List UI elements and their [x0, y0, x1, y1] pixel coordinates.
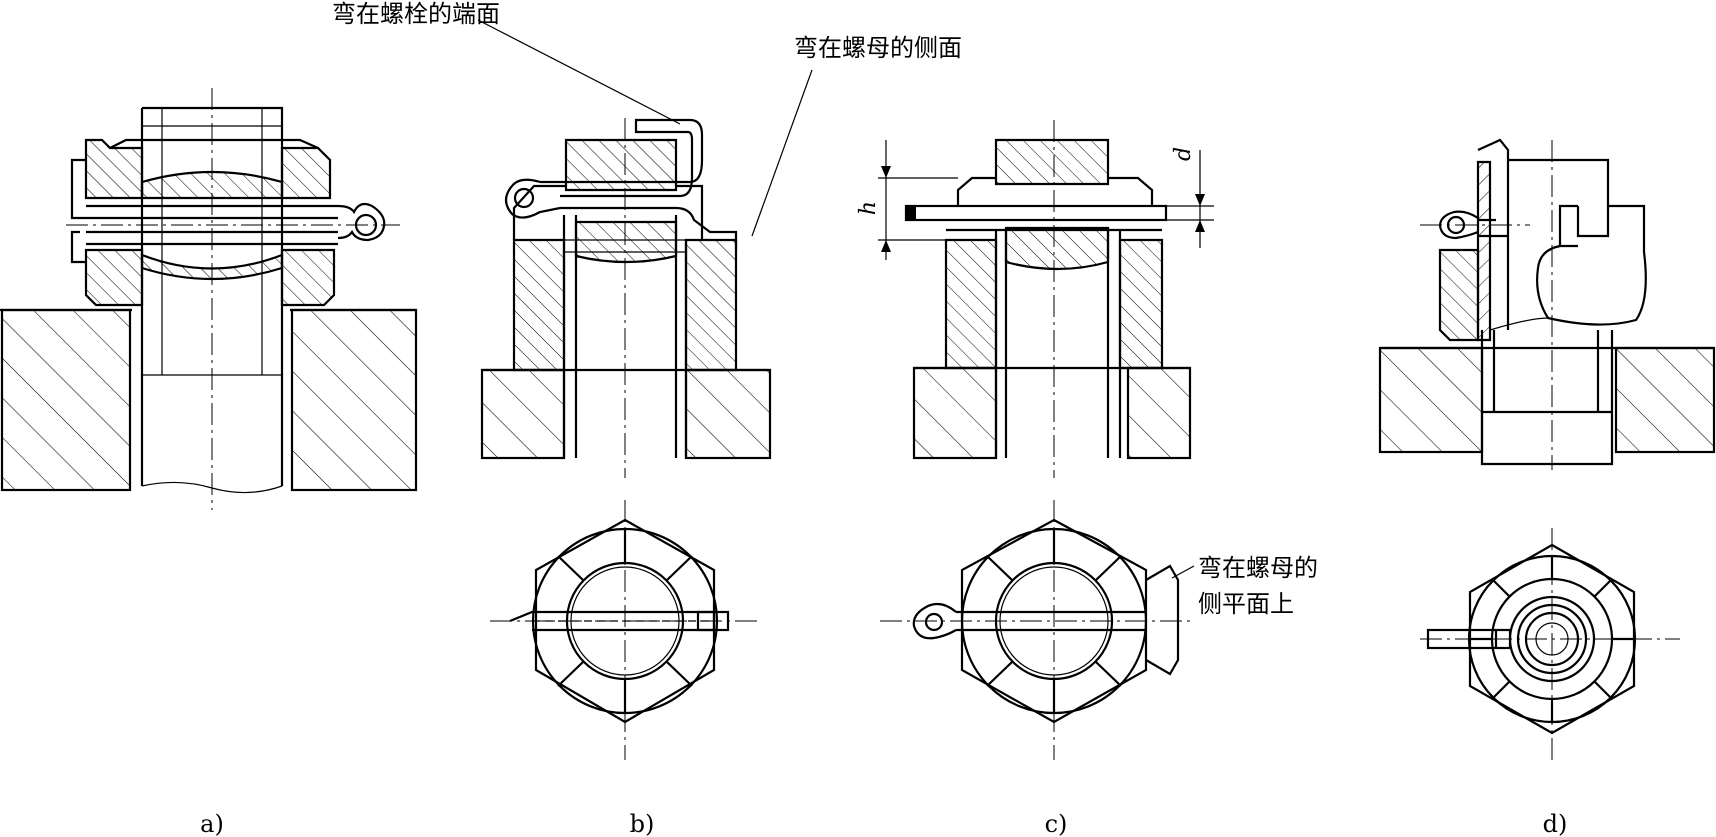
cotter-pin [70, 158, 338, 220]
figure-b-side [477, 19, 813, 478]
label-nut-side-flat-1: 弯在螺母的 [1198, 554, 1318, 582]
caption-d: d) [1543, 810, 1568, 837]
figure-c-top: c) [880, 500, 1195, 837]
figure-c-side: h d [856, 120, 1214, 478]
base-plate-right [290, 308, 418, 492]
caption-b: b) [630, 810, 655, 837]
lower-nut [84, 248, 144, 307]
label-nut-side-face: 弯在螺母的侧面 [794, 34, 962, 62]
figure-d-side [1378, 138, 1716, 470]
caption-c: c) [1045, 810, 1068, 837]
dimension-d: d [1171, 147, 1196, 161]
base-plate-left [0, 308, 132, 492]
figure-d-top: d) [1420, 528, 1680, 837]
label-bolt-end-face: 弯在螺栓的端面 [332, 0, 500, 28]
figure-a: a) [0, 88, 418, 837]
caption-a: a) [200, 810, 224, 837]
label-nut-side-flat-2: 侧平面上 [1198, 590, 1294, 618]
dimension-h: h [856, 201, 881, 215]
upper-nut [84, 138, 144, 200]
figure-b-top: b) [490, 500, 760, 837]
